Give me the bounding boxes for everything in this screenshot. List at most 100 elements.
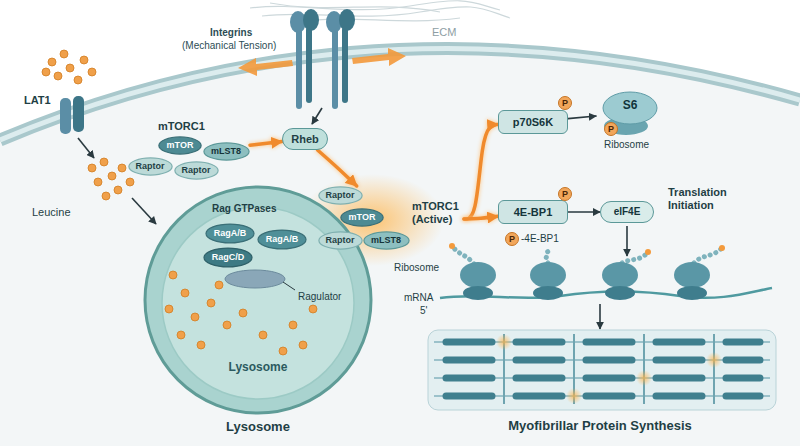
integrin-receptor bbox=[342, 30, 348, 100]
synthesis-arrow bbox=[599, 304, 601, 329]
ribosome-cluster bbox=[677, 286, 707, 300]
leucine-dot bbox=[181, 289, 189, 297]
leucine-dots bbox=[80, 56, 88, 64]
text-anchor: Lysosome bbox=[203, 361, 313, 375]
mtor-subunit: mTOR bbox=[340, 208, 384, 227]
leucine-dot bbox=[223, 321, 231, 329]
text-anchor: mTORC1 bbox=[158, 120, 205, 133]
node-text: Lysosome bbox=[203, 361, 313, 375]
leucine-dot bbox=[299, 341, 307, 349]
leucine-dot bbox=[191, 313, 199, 321]
node-text: 4E-BP1 bbox=[514, 206, 553, 219]
signal-arrow bbox=[568, 211, 600, 213]
lat1-transporter bbox=[60, 98, 71, 134]
node-text: mLST8 bbox=[211, 146, 241, 156]
signal-arrow bbox=[568, 116, 596, 119]
strand-end-label: 5' bbox=[420, 305, 427, 317]
node-text: mTOR bbox=[349, 212, 376, 222]
raptor-subunit: Raptor bbox=[128, 157, 173, 176]
leucine-dots bbox=[42, 68, 50, 76]
myofibril-bundle bbox=[434, 342, 770, 396]
transporter-label: LAT1 bbox=[24, 94, 51, 107]
label-anchor: Leucine bbox=[32, 206, 71, 219]
rag-gtpase: RagA/B bbox=[257, 229, 307, 250]
leucine-dots bbox=[114, 186, 122, 194]
polypeptide-chain bbox=[694, 248, 722, 263]
tension-arrow bbox=[238, 48, 406, 76]
transport-arrow bbox=[78, 138, 94, 158]
label-anchor: Rag GTPases bbox=[212, 203, 276, 215]
ribosome-cluster bbox=[533, 286, 563, 300]
integrin-receptor bbox=[306, 30, 312, 100]
leucine-dots bbox=[74, 76, 82, 84]
signal-arrow bbox=[312, 108, 322, 124]
process-caption: Myofibrillar Protein Synthesis bbox=[420, 419, 780, 434]
subunit-shape bbox=[341, 209, 383, 226]
label-anchor: 5' bbox=[420, 305, 427, 317]
cell-membrane bbox=[0, 49, 800, 140]
integrin-receptor bbox=[290, 9, 355, 106]
subunit-shape bbox=[159, 137, 201, 154]
node-text: Raptor bbox=[326, 235, 355, 245]
subunit-shape bbox=[318, 187, 361, 204]
ribosome-cluster bbox=[463, 286, 493, 300]
process-label: Translation Initiation bbox=[668, 186, 727, 211]
polypeptide-chain bbox=[622, 252, 648, 263]
phospho-mark: P bbox=[505, 232, 519, 246]
phospho-mark: P bbox=[558, 187, 572, 201]
myofibril-bundle bbox=[496, 334, 512, 350]
extracellular-space bbox=[0, 0, 800, 140]
label-anchor: Ribosome bbox=[394, 262, 439, 274]
label-anchor: P bbox=[604, 122, 618, 136]
protein-label: Ragulator bbox=[298, 291, 341, 303]
part-label: Ribosome bbox=[394, 262, 439, 274]
leucine-dots bbox=[88, 68, 96, 76]
leucine-dot bbox=[239, 309, 247, 317]
raptor-subunit: Raptor bbox=[318, 231, 363, 250]
rag-gtpase: RagA/B bbox=[205, 223, 255, 244]
chain-glow bbox=[449, 243, 455, 249]
node-text: mLST8 bbox=[371, 235, 401, 245]
leucine-dots bbox=[108, 172, 116, 180]
leader-line bbox=[283, 282, 295, 290]
node-text: Rheb bbox=[291, 133, 319, 146]
part-label: mRNA bbox=[404, 292, 433, 304]
lat1-transporter bbox=[73, 96, 84, 132]
protein-complex: mTORC1 (Active)RaptormTORRaptormLST8 bbox=[318, 186, 464, 252]
label-anchor: Myofibrillar Protein Synthesis bbox=[420, 419, 780, 434]
rheb-protein: Rheb bbox=[282, 128, 328, 150]
leucine-dot bbox=[289, 321, 297, 329]
subunit-shape bbox=[128, 158, 171, 175]
lat1-transporter bbox=[60, 96, 84, 134]
factor-box: eIF4E bbox=[600, 201, 654, 223]
activation-arrow bbox=[318, 150, 357, 186]
node-text: RagC/D bbox=[212, 252, 245, 262]
leucine-dots bbox=[60, 50, 68, 58]
subunit-shape bbox=[174, 162, 217, 179]
label-anchor: P bbox=[558, 96, 572, 110]
subunit-shape bbox=[203, 143, 248, 160]
label-anchor: mRNA bbox=[404, 292, 433, 304]
myofibril-bundle bbox=[428, 330, 776, 410]
subunit-shape bbox=[206, 224, 254, 243]
node-text: Raptor bbox=[136, 161, 165, 171]
myofibril-bundle bbox=[428, 330, 776, 410]
region-label: ECM bbox=[432, 26, 456, 39]
myofibril-bundle bbox=[446, 342, 760, 396]
integrin-receptor bbox=[303, 9, 319, 31]
label-anchor: Lysosome bbox=[198, 420, 318, 435]
mlst8-subunit: mLST8 bbox=[203, 142, 250, 161]
rag-gtpase: RagC/D bbox=[203, 247, 253, 268]
ecm-fibers bbox=[270, 3, 440, 12]
mtor-subunit: mTOR bbox=[158, 136, 202, 155]
protein-complex: mTORC1mTORRaptormLST8Raptor bbox=[128, 120, 250, 184]
subunit-shape bbox=[318, 232, 361, 249]
label-anchor: ECM bbox=[432, 26, 456, 39]
phospho-mark: P bbox=[604, 122, 618, 136]
node-text: mTOR bbox=[167, 140, 194, 150]
leucine-dot bbox=[259, 331, 267, 339]
leucine-dots bbox=[94, 178, 102, 186]
label-anchor: Translation Initiation bbox=[668, 186, 727, 211]
